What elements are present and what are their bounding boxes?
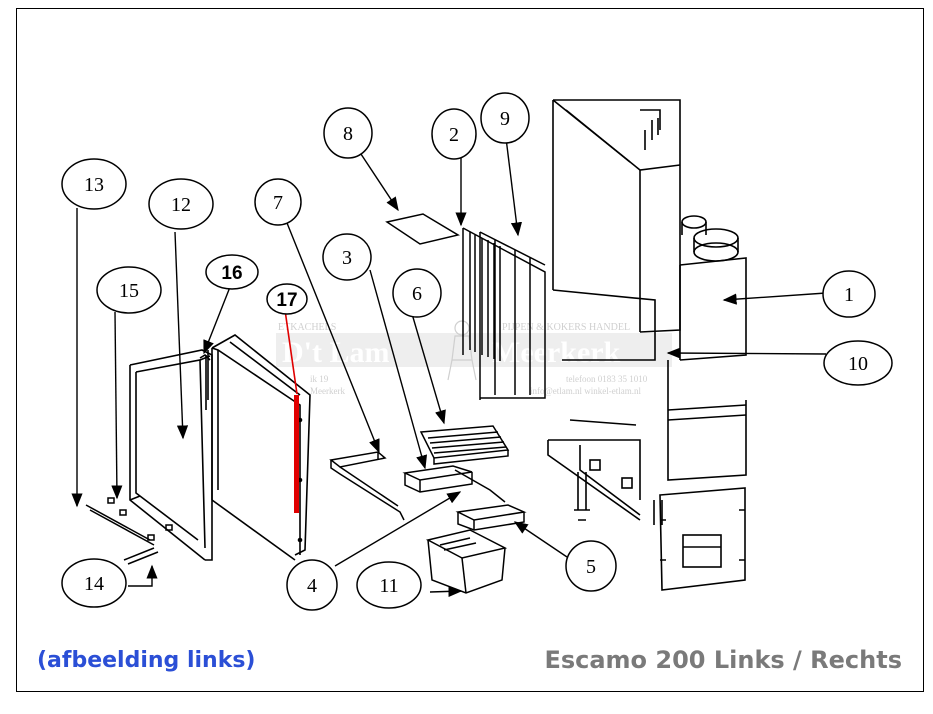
watermark-address-2: Meerkerk	[310, 386, 345, 396]
svg-text:15: 15	[119, 280, 139, 302]
svg-text:7: 7	[273, 192, 283, 214]
callout-3: 3	[322, 233, 372, 281]
svg-text:16: 16	[221, 263, 242, 284]
watermark-phone: telefoon 0183 35 1010	[566, 374, 648, 384]
leader-17	[284, 309, 298, 395]
callout-16: 16	[205, 254, 259, 290]
svg-text:4: 4	[307, 575, 317, 597]
part-6-grate	[419, 425, 510, 465]
callout-14: 14	[61, 558, 127, 608]
diagram-frame	[16, 8, 924, 692]
leader-lines	[71, 129, 827, 598]
svg-text:9: 9	[500, 108, 510, 130]
callout-13: 13	[61, 158, 127, 210]
svg-text:14: 14	[84, 573, 104, 595]
svg-text:2: 2	[449, 124, 459, 146]
part-8-top-plate	[385, 213, 460, 245]
svg-text:12: 12	[171, 194, 191, 216]
caption-right: Escamo 200 Links / Rechts	[544, 646, 902, 674]
watermark-left-brand: D't Lam	[282, 336, 390, 369]
part-7-side-rail	[329, 451, 405, 521]
watermark-address-1: ik 19	[310, 374, 329, 384]
part-17-red-strip	[294, 395, 299, 513]
svg-text:3: 3	[342, 247, 352, 269]
svg-text:11: 11	[379, 575, 398, 597]
watermark-right-brand: Meerkerk	[492, 336, 621, 369]
svg-text:6: 6	[412, 283, 422, 305]
caption-left: (afbeelding links)	[37, 648, 256, 673]
callout-9: 9	[480, 92, 530, 144]
callout-2: 2	[431, 108, 477, 160]
svg-text:8: 8	[343, 123, 353, 145]
part-13-14-15-rods-clips	[85, 497, 173, 565]
callout-1: 1	[822, 270, 876, 318]
svg-text:5: 5	[586, 556, 596, 578]
callout-17: 17	[266, 283, 308, 315]
callout-5: 5	[565, 540, 617, 592]
watermark-right-top: PIJPEN & KOKERS HANDEL	[502, 322, 630, 333]
callout-7: 7	[254, 178, 302, 226]
watermark-mascot-icon	[447, 320, 477, 381]
svg-text:10: 10	[848, 353, 868, 375]
part-3-4-5-bricks	[402, 465, 527, 531]
callout-15: 15	[96, 266, 162, 314]
callout-4: 4	[286, 559, 338, 611]
svg-text:13: 13	[84, 174, 104, 196]
svg-text:17: 17	[276, 290, 297, 311]
callout-10: 10	[823, 340, 893, 386]
callout-11: 11	[356, 561, 422, 609]
callout-8: 8	[323, 107, 373, 159]
part-12-16-front-frame	[129, 349, 213, 561]
watermark: ETKACHELS D't Lam Meerkerk PIJPEN & KOKE…	[276, 320, 672, 396]
part-1-firebox-body	[547, 99, 747, 591]
callout-6: 6	[392, 268, 442, 318]
watermark-web: info@etlam.nl winkel-etlam.nl	[530, 386, 642, 396]
callout-12: 12	[148, 178, 214, 230]
watermark-left-top: ETKACHELS	[278, 322, 336, 333]
part-2-9-baffle-plates	[462, 227, 546, 400]
part-11-ash-pan	[425, 529, 508, 594]
svg-text:1: 1	[844, 284, 854, 306]
